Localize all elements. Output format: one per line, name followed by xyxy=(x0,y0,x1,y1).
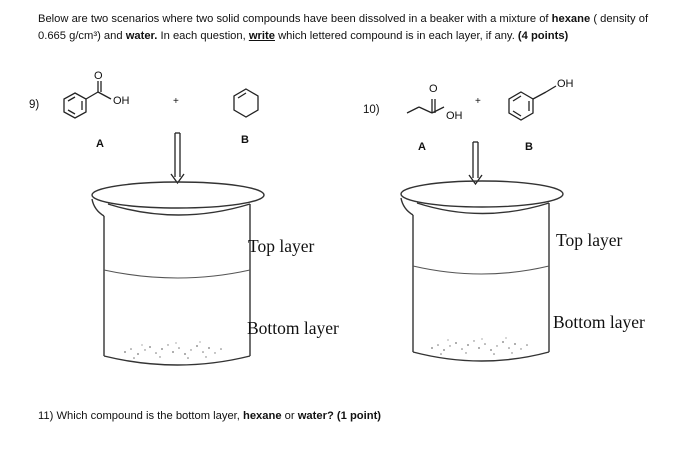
q9-pour-arrow-icon xyxy=(170,132,185,185)
intro-water: water. xyxy=(125,30,158,42)
q9-carbonyl-oxygen: O xyxy=(94,70,103,82)
q9-compound-a-benzoic-acid xyxy=(63,81,112,119)
q10-bottom-layer-label: Bottom layer xyxy=(553,312,645,332)
q9-top-layer-label: Top layer xyxy=(248,236,315,256)
q10-label-b: B xyxy=(525,141,533,153)
q11-points: (1 point) xyxy=(333,410,382,422)
q10-precipitate xyxy=(431,337,528,355)
q9-label-b: B xyxy=(241,134,249,146)
q9-precipitate xyxy=(124,341,222,359)
intro-text-1: Below are two scenarios where two solid … xyxy=(38,13,552,25)
q10-hydroxyl-label: OH xyxy=(446,110,463,122)
intro-text-4: which lettered compound is in each layer… xyxy=(274,30,518,42)
q11-or: or xyxy=(281,410,298,422)
intro-points: (4 points) xyxy=(517,30,569,42)
q9-bottom-layer-label: Bottom layer xyxy=(247,318,339,338)
intro-text-2: ( density of 0.665 g/cm³) and xyxy=(38,13,649,42)
q9-beaker xyxy=(91,181,265,366)
question-9-number: 9) xyxy=(29,99,40,111)
question-10-number: 10) xyxy=(363,104,380,116)
q11-water: water? xyxy=(297,410,334,422)
q10-label-a: A xyxy=(418,141,426,153)
q9-label-a: A xyxy=(96,138,104,150)
q9-plus-sign: + xyxy=(173,96,179,107)
question-instructions: Below are two scenarios where two solid … xyxy=(38,11,678,45)
intro-text-3: In each question, xyxy=(157,30,249,42)
q11-text-1: 11) Which compound is the bottom layer, xyxy=(38,410,243,422)
q10-top-layer-label: Top layer xyxy=(556,230,623,250)
intro-write: write xyxy=(248,30,275,42)
q10-phenol-hydroxyl: OH xyxy=(557,78,574,90)
q10-beaker xyxy=(400,180,564,362)
q10-plus-sign: + xyxy=(475,96,481,107)
q10-compound-b-benzyl-alcohol xyxy=(508,85,557,121)
q10-carbonyl-oxygen: O xyxy=(429,83,438,95)
q10-compound-a-propanoic-acid xyxy=(406,99,445,114)
q9-hydroxyl-label: OH xyxy=(113,95,130,107)
q10-pour-arrow-icon xyxy=(468,141,483,186)
q9-compound-b-cyclohexene xyxy=(233,88,259,118)
intro-hexane: hexane xyxy=(551,13,591,25)
q11-hexane: hexane xyxy=(243,410,282,422)
question-11: 11) Which compound is the bottom layer, … xyxy=(38,410,381,422)
